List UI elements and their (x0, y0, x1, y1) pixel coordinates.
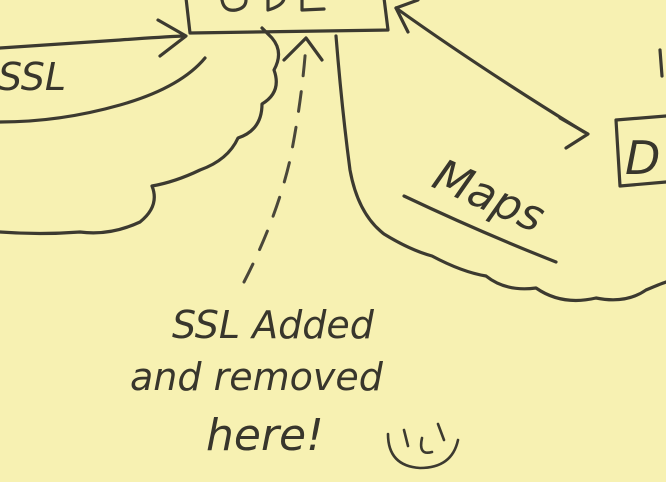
ssl-label: SSL (0, 55, 66, 99)
annotation-line-3: here! (206, 410, 324, 461)
dashed-arrowhead (282, 36, 324, 62)
top-box-partial-text (220, 0, 326, 12)
left-cloud (0, 26, 281, 236)
annotation-line-1: SSL Added (172, 303, 375, 347)
ssl-arrowhead (156, 18, 188, 58)
maps-label: Maps (426, 149, 553, 243)
d-box (614, 114, 666, 188)
top-box (184, 0, 390, 35)
maps-underline (402, 194, 558, 264)
annotation-line-2: and removed (130, 355, 384, 399)
smiley-face-icon (386, 422, 460, 470)
dashed-line (242, 42, 308, 284)
d-box-label: D (625, 131, 660, 185)
ssl-arrow (0, 34, 186, 50)
right-edge-mark (658, 48, 664, 78)
d-arrowhead-top (394, 0, 420, 34)
maps-cloud (334, 34, 666, 303)
ssl-lower-curve (0, 56, 207, 124)
d-arrowhead-bottom (558, 116, 590, 150)
d-arrow (394, 6, 586, 134)
